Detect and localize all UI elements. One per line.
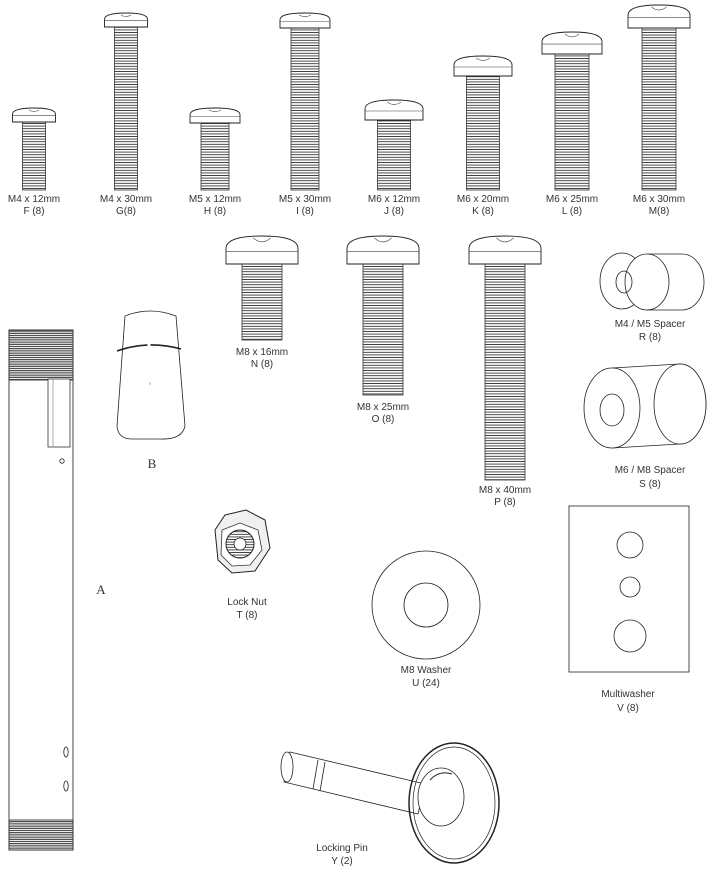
screw-head: [346, 235, 420, 265]
screw-qty-label: H (8): [204, 206, 226, 217]
screw-head: [541, 31, 603, 55]
lock-nut-qty: T (8): [237, 610, 258, 621]
screw-shank: [554, 53, 590, 191]
screw-head: [279, 12, 331, 29]
screw-size-label: M8 x 16mm: [236, 347, 288, 358]
spacer-s-name: M6 / M8 Spacer: [615, 465, 686, 476]
locking-pin-qty: Y (2): [331, 856, 353, 867]
spacer-r: M4 / M5 Spacer R (8): [599, 252, 705, 343]
spacer-s: M6 / M8 Spacer S (8): [583, 363, 707, 490]
multiwasher-name: Multiwasher: [601, 689, 655, 700]
cap-b: B: [116, 310, 186, 471]
locking-pin: Locking Pin Y (2): [280, 742, 500, 867]
screw-size-label: M6 x 12mm: [368, 194, 420, 205]
screw-head: [225, 235, 299, 265]
tube-a-label: A: [96, 582, 106, 597]
screw-shank: [241, 263, 283, 341]
screw-head: [104, 12, 148, 28]
screw-qty-label: K (8): [472, 206, 494, 217]
screw-qty-label: M(8): [649, 206, 670, 217]
screw-shank: [362, 263, 404, 396]
screw-qty-label: L (8): [562, 206, 582, 217]
screw-head: [453, 55, 513, 77]
screw-size-label: M6 x 25mm: [546, 194, 598, 205]
screw-qty-label: G(8): [116, 206, 136, 217]
screw-qty-label: I (8): [296, 206, 314, 217]
m8-washer-name: M8 Washer: [401, 665, 452, 676]
multiwasher-qty: V (8): [617, 703, 639, 714]
screw-shank: [484, 263, 526, 481]
screw-size-label: M5 x 30mm: [279, 194, 331, 205]
screw-shank: [377, 119, 411, 191]
screw-qty-label: J (8): [384, 206, 404, 217]
screw-size-label: M4 x 30mm: [100, 194, 152, 205]
screw-size-label: M8 x 25mm: [357, 402, 409, 413]
screw-qty-label: F (8): [23, 206, 44, 217]
screw-size-label: M6 x 20mm: [457, 194, 509, 205]
screw-shank: [641, 27, 677, 191]
lock-nut: Lock Nut T (8): [214, 509, 271, 621]
locking-pin-name: Locking Pin: [316, 843, 368, 854]
multiwasher: Multiwasher V (8): [568, 505, 690, 714]
cap-b-label: B: [148, 456, 157, 471]
screw-qty-label: P (8): [494, 497, 516, 508]
screw-qty-label: O (8): [372, 414, 395, 425]
screw-shank: [200, 122, 230, 191]
screw-size-label: M6 x 30mm: [633, 194, 685, 205]
screw-size-label: M5 x 12mm: [189, 194, 241, 205]
screw-shank: [22, 121, 46, 191]
screw-head: [468, 235, 542, 265]
m8-washer: M8 Washer U (24): [371, 550, 481, 689]
screw-size-label: M8 x 40mm: [479, 485, 531, 496]
screw-shank: [114, 26, 138, 191]
spacer-s-qty: S (8): [639, 479, 661, 490]
screw-head: [189, 107, 241, 124]
screw-size-label: M4 x 12mm: [8, 194, 60, 205]
screw-head: [364, 99, 424, 121]
spacer-r-name: M4 / M5 Spacer: [615, 319, 686, 330]
screw-shank: [466, 75, 500, 191]
tube-a: A: [8, 329, 106, 851]
screw-head: [12, 107, 56, 123]
screw-qty-label: N (8): [251, 359, 273, 370]
screw-head: [627, 4, 691, 29]
lock-nut-name: Lock Nut: [227, 597, 267, 608]
screw-shank: [290, 27, 320, 191]
spacer-r-qty: R (8): [639, 332, 661, 343]
m8-washer-qty: U (24): [412, 678, 440, 689]
